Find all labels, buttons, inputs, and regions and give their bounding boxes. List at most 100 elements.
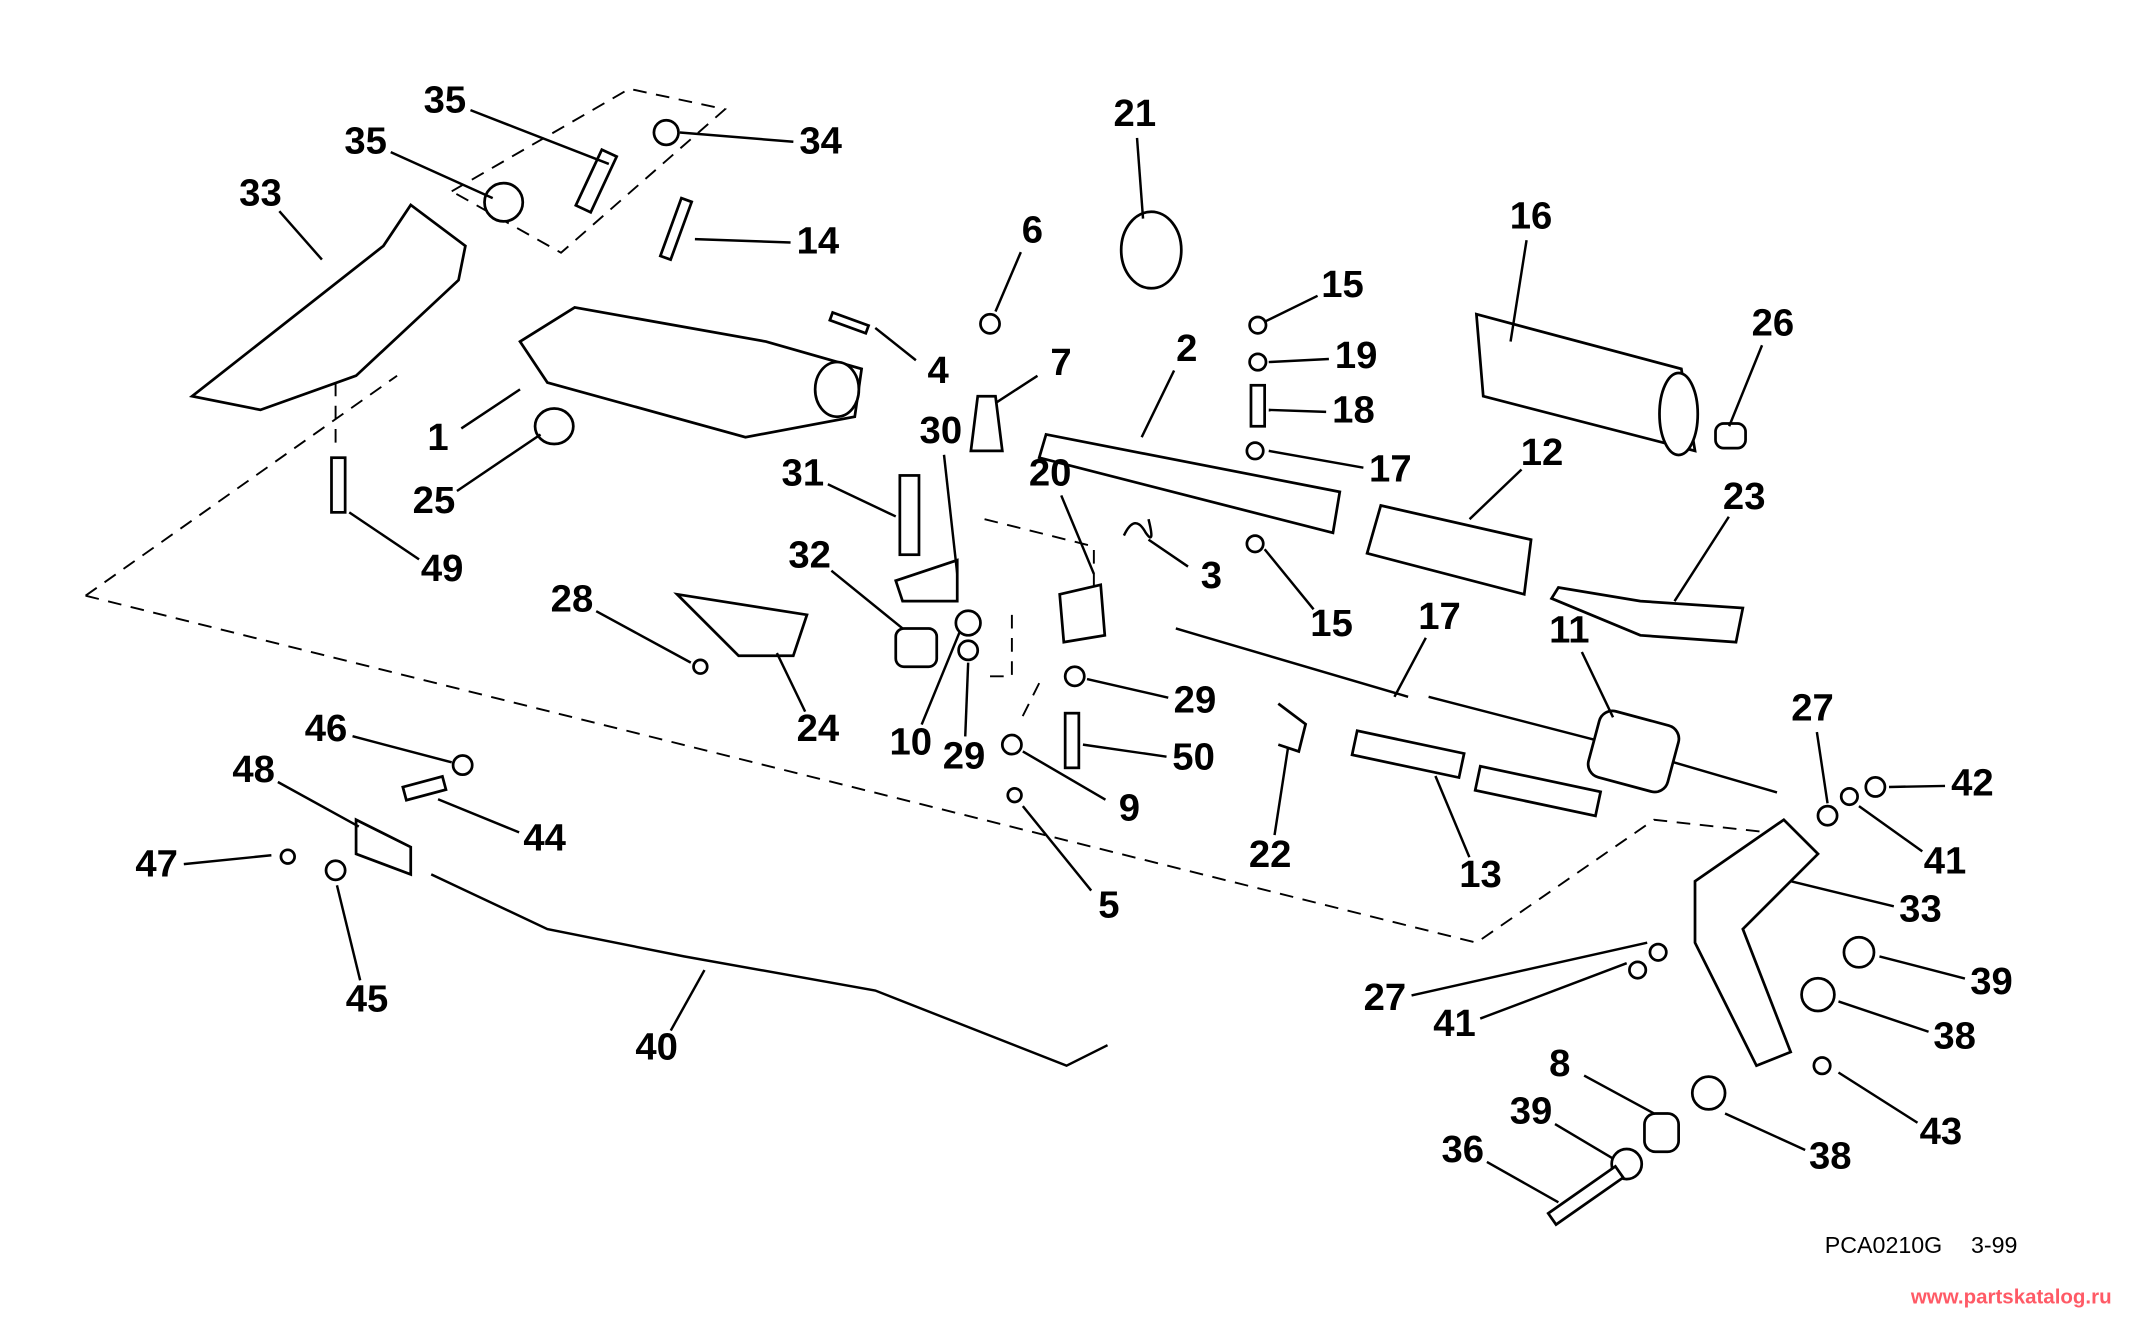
part-44-stud: [401, 774, 448, 802]
part-number-label: 27: [1791, 687, 1834, 730]
part-number-label: 22: [1249, 833, 1292, 876]
part-number-label: 3: [1201, 554, 1222, 597]
part-number-label: 41: [1433, 1002, 1476, 1045]
leader-line: [1673, 516, 1730, 602]
part-29-washer: [957, 639, 980, 662]
part-number-label: 15: [1321, 263, 1364, 306]
part-33-lever: [1693, 817, 1820, 1068]
part-36-bolt: [1546, 1164, 1626, 1227]
leader-line: [1022, 750, 1107, 801]
part-48-ball-joint: [354, 817, 413, 877]
part-number-label: 17: [1418, 595, 1461, 638]
part-number-label: 45: [346, 978, 389, 1021]
part-15-bushing: [1248, 315, 1268, 335]
part-number-label: 29: [943, 734, 986, 777]
part-number-label: 47: [135, 842, 178, 885]
part-11-boot: [1586, 709, 1681, 794]
part-number-label: 46: [305, 707, 348, 750]
part-43-fitting: [1812, 1056, 1832, 1076]
leader-line: [1086, 677, 1169, 699]
leader-line: [278, 210, 323, 261]
part-number-label: 5: [1098, 883, 1119, 926]
leader-line: [1411, 941, 1648, 997]
part-number-label: 11: [1549, 609, 1589, 652]
part-number-label: 39: [1970, 960, 2013, 1003]
part-41-washer-b: [1628, 960, 1648, 980]
leader-line: [1724, 1112, 1806, 1152]
part-29-washer-b: [1063, 665, 1086, 688]
leader-line: [1583, 1074, 1655, 1115]
leader-line: [1486, 1160, 1559, 1204]
part-25-bushing: [533, 407, 575, 446]
part-6-nut: [979, 312, 1001, 335]
part-49-bolt: [330, 456, 347, 514]
part-number-label: 26: [1752, 301, 1795, 344]
leader-line: [1858, 805, 1924, 853]
leader-line: [1273, 748, 1290, 836]
drawing-code: PCA0210G: [1825, 1232, 1942, 1258]
leader-line: [348, 511, 420, 561]
leader-line: [1838, 1000, 1929, 1033]
leader-line: [994, 374, 1039, 405]
part-number-label: 16: [1510, 195, 1553, 238]
part-number-label: 32: [788, 534, 831, 577]
leader-line: [277, 780, 360, 828]
part-27-nut-b: [1648, 942, 1668, 962]
part-number-label: 49: [421, 547, 464, 590]
part-10-nut: [954, 609, 982, 637]
leader-line: [1509, 239, 1528, 342]
leader-line: [470, 108, 610, 166]
part-23-switch: [1549, 585, 1745, 644]
leader-line: [1790, 880, 1895, 908]
part-30-clamp: [894, 558, 959, 603]
part-38-nut: [1800, 976, 1836, 1013]
leader-line: [679, 131, 794, 143]
part-2-throttle-shaft: [1037, 432, 1342, 535]
part-number-label: 8: [1549, 1042, 1570, 1085]
leader-line: [1135, 137, 1145, 219]
part-number-label: 41: [1924, 840, 1967, 883]
part-5-clip: [1006, 786, 1023, 804]
part-number-label: 24: [797, 707, 840, 750]
part-1-bore: [813, 360, 861, 419]
part-13-tube-a: [1350, 729, 1466, 780]
part-47-clip: [279, 848, 296, 865]
part-38-nut-b: [1690, 1075, 1727, 1111]
part-46-nut: [451, 754, 474, 777]
part-18-pin: [1249, 383, 1267, 428]
part-number-label: 7: [1050, 341, 1071, 384]
leader-line: [1580, 651, 1615, 718]
part-number-label: 34: [799, 120, 842, 163]
part-number-label: 23: [1723, 475, 1766, 518]
leader-line: [775, 652, 807, 713]
leader-line: [1060, 494, 1095, 575]
parts: [188, 118, 1887, 1227]
leader-line: [456, 433, 542, 493]
leader-line: [437, 798, 520, 834]
part-number-label: 43: [1920, 1110, 1963, 1153]
leader-line: [1021, 805, 1093, 892]
part-number-label: 31: [782, 452, 825, 495]
part-40-link-rod: [430, 873, 1109, 1068]
leader-line: [1554, 1122, 1614, 1160]
leader-line: [1434, 775, 1471, 858]
leader-line: [1268, 408, 1327, 414]
part-number-label: 2: [1176, 327, 1197, 370]
part-number-label: 18: [1332, 389, 1375, 432]
leader-line: [595, 610, 692, 664]
leader-line: [1082, 743, 1167, 758]
part-number-label: 33: [1899, 887, 1942, 930]
leader-line: [1837, 1071, 1919, 1124]
part-number-label: 27: [1364, 976, 1407, 1019]
part-33-bracket: [188, 202, 467, 412]
part-13-tube-b: [1473, 764, 1603, 818]
part-20-clamp: [1058, 583, 1107, 644]
part-number-label: 1: [427, 416, 448, 459]
revision-date: 3-99: [1971, 1232, 2017, 1258]
leader-line: [1815, 731, 1829, 804]
part-number-label: 35: [344, 120, 387, 163]
part-number-label: 12: [1521, 431, 1564, 474]
part-number-label: 6: [1022, 208, 1043, 251]
part-9-washer: [1000, 733, 1023, 756]
